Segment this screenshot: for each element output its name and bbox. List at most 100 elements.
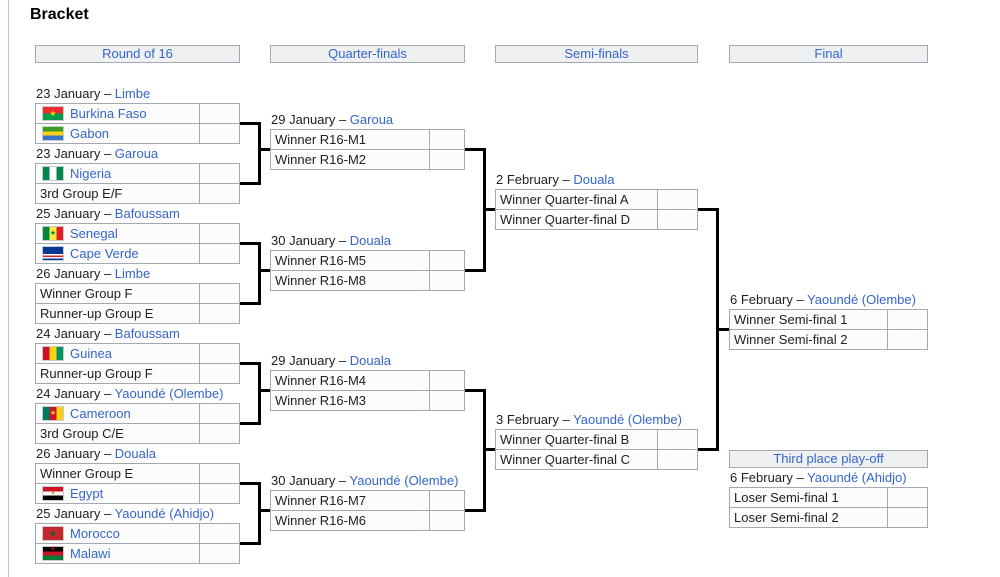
- venue-link[interactable]: Yaoundé (Olembe): [807, 292, 916, 307]
- malawi-flag-icon: [42, 546, 64, 561]
- score-cell: [429, 271, 464, 290]
- score-cell: [199, 464, 239, 483]
- team-link[interactable]: Cameroon: [70, 406, 131, 421]
- match-date-text: 23 January: [36, 86, 101, 101]
- score-cell: [199, 304, 239, 323]
- score-cell: [199, 164, 239, 183]
- team-link[interactable]: Egypt: [70, 486, 104, 501]
- match-table: Winner Group E Egypt: [35, 463, 240, 504]
- venue-link[interactable]: Yaoundé (Olembe): [349, 473, 459, 488]
- match-date-text: 30 January: [271, 473, 336, 488]
- bracket-connector-line: [465, 509, 486, 512]
- date-venue-separator: –: [100, 206, 115, 221]
- bracket-connector-line: [258, 148, 270, 151]
- team-link[interactable]: Malawi: [70, 546, 111, 561]
- team-link[interactable]: Senegal: [70, 226, 118, 241]
- score-cell: [657, 450, 697, 469]
- team-row: Burkina Faso: [35, 103, 240, 124]
- venue-link[interactable]: Garoua: [349, 112, 394, 127]
- team-cell: Winner Semi-final 2: [730, 330, 887, 349]
- team-placeholder: Winner R16-M4: [275, 373, 367, 388]
- match-date: 23 January – Limbe: [36, 86, 150, 101]
- venue-link[interactable]: Garoua: [114, 146, 159, 161]
- venue-link[interactable]: Yaoundé (Olembe): [573, 412, 682, 427]
- match-date: 26 January – Limbe: [36, 266, 150, 281]
- bracket-connector-line: [483, 208, 495, 211]
- bracket-connector-line: [465, 269, 486, 272]
- team-row: Winner R16-M1: [270, 129, 465, 150]
- venue-link[interactable]: Yaoundé (Ahidjo): [807, 470, 907, 485]
- venue-link[interactable]: Bafoussam: [114, 206, 180, 221]
- team-link[interactable]: Gabon: [70, 126, 110, 141]
- score-cell: [199, 184, 239, 203]
- score-cell: [887, 508, 927, 527]
- team-cell: Winner R16-M4: [271, 371, 429, 390]
- team-cell: Runner-up Group E: [36, 304, 199, 323]
- venue-link[interactable]: Limbe: [114, 86, 151, 101]
- score-cell: [657, 430, 697, 449]
- round-of-16-link[interactable]: Round of 16: [102, 46, 173, 61]
- team-cell: Winner Quarter-final B: [496, 430, 657, 449]
- team-link[interactable]: Cape Verde: [70, 246, 139, 261]
- bracket-connector-line: [465, 148, 486, 151]
- match-date-text: 24 January: [36, 386, 101, 401]
- venue-link[interactable]: Douala: [349, 233, 391, 248]
- team-row: Runner-up Group F: [35, 363, 240, 384]
- score-cell: [199, 344, 239, 363]
- team-row: Runner-up Group E: [35, 303, 240, 324]
- score-cell: [199, 284, 239, 303]
- match-date-text: 25 January: [36, 506, 101, 521]
- venue-link[interactable]: Yaoundé (Olembe): [114, 386, 224, 401]
- team-link[interactable]: Morocco: [70, 526, 120, 541]
- round-header-quarter-finals: Quarter-finals: [270, 45, 465, 63]
- match-date: 26 January – Douala: [36, 446, 156, 461]
- team-link[interactable]: Nigeria: [70, 166, 112, 181]
- match-date-text: 25 January: [36, 206, 101, 221]
- team-row: Winner R16-M4: [270, 370, 465, 391]
- team-link[interactable]: Guinea: [70, 346, 112, 361]
- team-row: Egypt: [35, 483, 240, 504]
- team-placeholder: Winner Group E: [40, 466, 134, 481]
- guinea-flag-icon: [42, 346, 64, 361]
- burkina-faso-flag-icon: [42, 106, 64, 121]
- venue-link[interactable]: Yaoundé (Ahidjo): [114, 506, 215, 521]
- match-date: 24 January – Yaoundé (Olembe): [36, 386, 223, 401]
- score-cell: [199, 524, 239, 543]
- team-cell: Winner R16-M8: [271, 271, 429, 290]
- venue-link[interactable]: Douala: [114, 446, 156, 461]
- venue-link[interactable]: Douala: [349, 353, 391, 368]
- team-placeholder: Winner R16-M2: [275, 152, 367, 167]
- team-placeholder: Runner-up Group E: [40, 306, 154, 321]
- bracket-connector-line: [240, 482, 261, 485]
- quarter-finals-link[interactable]: Quarter-finals: [328, 46, 407, 61]
- team-placeholder: Winner Quarter-final D: [500, 212, 631, 227]
- venue-link[interactable]: Limbe: [114, 266, 151, 281]
- team-row: Winner R16-M8: [270, 270, 465, 291]
- team-row: Winner R16-M5: [270, 250, 465, 271]
- date-venue-separator: –: [100, 446, 115, 461]
- date-venue-separator: –: [558, 412, 574, 427]
- score-cell: [429, 371, 464, 390]
- team-row: Nigeria: [35, 163, 240, 184]
- team-cell: Nigeria: [36, 164, 199, 183]
- match-table: Winner Group F Runner-up Group E: [35, 283, 240, 324]
- team-cell: Loser Semi-final 2: [730, 508, 887, 527]
- bracket-connector-line: [465, 389, 486, 392]
- score-cell: [199, 544, 239, 563]
- team-placeholder: Loser Semi-final 1: [734, 490, 839, 505]
- team-placeholder: Winner Semi-final 2: [734, 332, 848, 347]
- bracket-connector-line: [240, 182, 261, 185]
- semi-finals-link[interactable]: Semi-finals: [564, 46, 629, 61]
- third-place-link[interactable]: Third place play-off: [773, 451, 884, 466]
- team-cell: Loser Semi-final 1: [730, 488, 887, 507]
- score-cell: [199, 104, 239, 123]
- morocco-flag-icon: [42, 526, 64, 541]
- team-row: Winner Semi-final 1: [729, 309, 928, 330]
- team-placeholder: Winner R16-M1: [275, 132, 367, 147]
- final-link[interactable]: Final: [814, 46, 843, 61]
- team-row: Winner R16-M2: [270, 149, 465, 170]
- team-link[interactable]: Burkina Faso: [70, 106, 147, 121]
- venue-link[interactable]: Bafoussam: [114, 326, 180, 341]
- venue-link[interactable]: Douala: [573, 172, 615, 187]
- team-row: Winner Quarter-final D: [495, 209, 698, 230]
